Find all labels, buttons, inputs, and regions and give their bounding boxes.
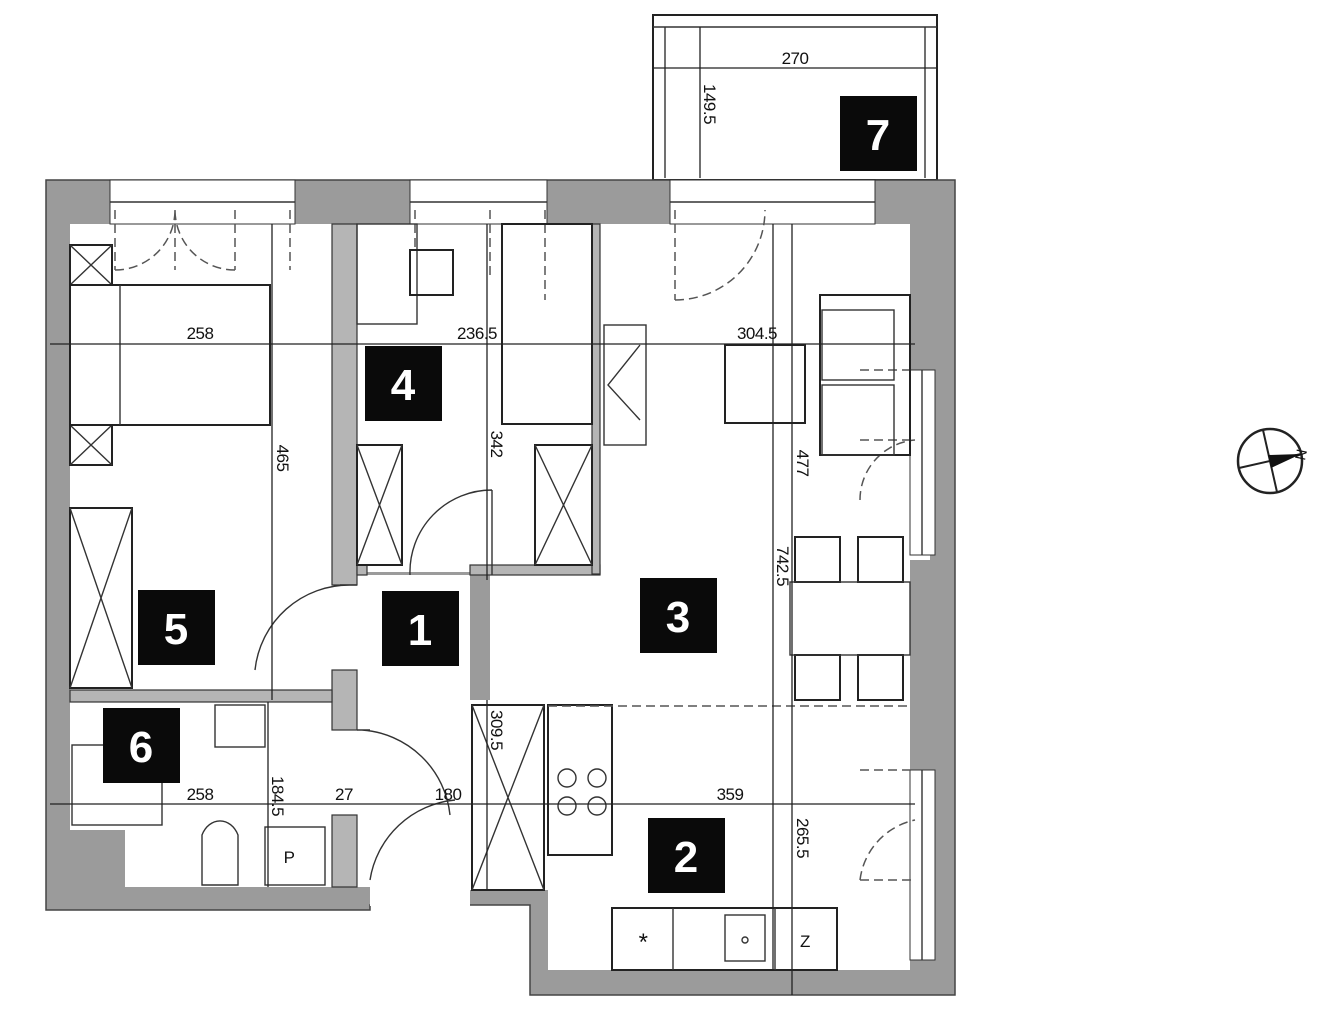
room-label-7: 7	[866, 111, 890, 160]
stove-mark: *	[639, 929, 648, 956]
furniture	[69, 223, 911, 971]
room-label-3: 3	[666, 593, 690, 642]
room-label-4: 4	[391, 361, 416, 410]
dim-balcony-width: 270	[782, 49, 809, 68]
room-labels: 1 2 3 4 5 6 7	[103, 96, 917, 893]
room-label-5: 5	[164, 605, 188, 654]
room-label-1: 1	[408, 606, 432, 655]
dim-balcony-depth: 149.5	[700, 84, 719, 124]
dim-room4-width: 236.5	[457, 324, 497, 343]
dim-room6-length: 184.5	[268, 776, 287, 816]
compass-north-label: N	[1292, 448, 1311, 462]
dim-room2-length: 265.5	[793, 818, 812, 858]
dimension-lines	[50, 27, 937, 995]
fridge-mark: Z	[800, 932, 810, 951]
dim-room3-depth-b: 742.5	[773, 546, 792, 586]
room-label-6: 6	[129, 723, 153, 772]
dim-hall-width: 180	[435, 785, 462, 804]
dim-room5-length: 465	[273, 445, 292, 472]
compass-icon: N	[1236, 427, 1311, 495]
partition-walls	[69, 223, 601, 888]
windows	[109, 179, 936, 961]
dim-room4-length: 342	[487, 431, 506, 458]
washer-mark: P	[284, 848, 295, 867]
dim-wall-27: 27	[335, 785, 353, 804]
room-label-2: 2	[674, 833, 698, 882]
dim-room5-width: 258	[187, 324, 214, 343]
dim-hall-length: 309.5	[487, 710, 506, 750]
dimension-labels: 270 149.5 258 465 236.5 342 304.5 477 74…	[187, 49, 812, 858]
dim-room6-width: 258	[187, 785, 214, 804]
doors	[254, 489, 493, 881]
dim-room3-width: 304.5	[737, 324, 777, 343]
fixture-marks: P Z *	[284, 848, 811, 956]
dim-room3-depth-a: 477	[793, 450, 812, 477]
dim-room2-width: 359	[717, 785, 744, 804]
